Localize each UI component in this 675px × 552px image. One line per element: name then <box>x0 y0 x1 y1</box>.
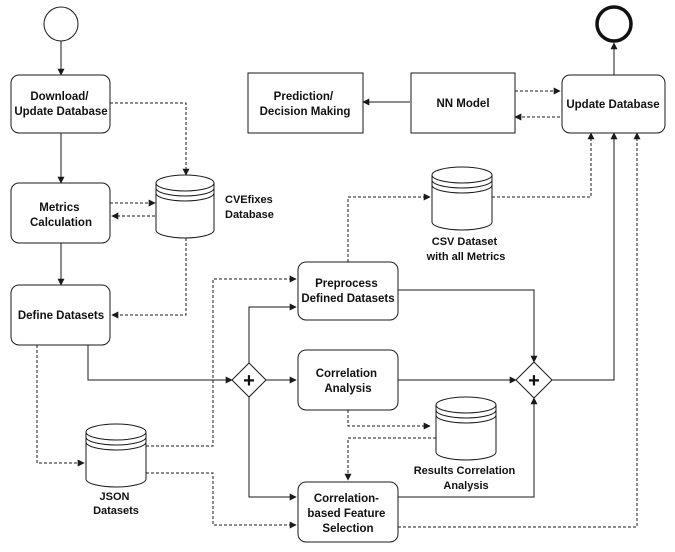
prediction-label: Prediction/ Decision Making <box>260 91 351 118</box>
task-nn-model: NN Model <box>410 72 516 134</box>
db-cvefixes: CVEfixes Database <box>155 174 276 239</box>
task-update-database: Update Database <box>561 74 666 134</box>
db-json-datasets: JSON Datasets <box>85 423 147 517</box>
download-label: Download/ Update Database <box>14 91 107 118</box>
data-associations <box>36 87 641 529</box>
task-define-datasets: Define Datasets <box>10 284 111 346</box>
solid-flows <box>57 41 618 501</box>
results-label: Results Correlation Analysis <box>414 465 519 492</box>
feature-label: Correlation- based Feature Selection <box>307 493 388 535</box>
parallel-gateway-split: + <box>231 362 267 398</box>
update-label: Update Database <box>566 99 659 111</box>
end-event <box>595 5 633 43</box>
db-results-correlation: Results Correlation Analysis <box>414 396 519 492</box>
task-correlation-based-feature-selection: Correlation- based Feature Selection <box>297 481 399 543</box>
task-correlation-analysis: Correlation Analysis <box>297 349 399 411</box>
preprocess-label: Preprocess Defined Datasets <box>301 278 394 305</box>
start-event <box>43 6 79 42</box>
correlation-label: Correlation Analysis <box>316 368 381 395</box>
task-download-update-database: Download/ Update Database <box>10 74 111 134</box>
parallel-gateway-join: + <box>515 361 553 399</box>
cvefixes-label: CVEfixes Database <box>225 194 276 221</box>
task-metrics-calculation: Metrics Calculation <box>10 182 111 244</box>
csv-label: CSV Dataset with all Metrics <box>426 236 506 263</box>
json-label: JSON Datasets <box>93 491 139 517</box>
task-prediction-decision-making: Prediction/ Decision Making <box>247 72 364 134</box>
db-csv-dataset: CSV Dataset with all Metrics <box>426 166 506 263</box>
gateway-split-symbol: + <box>243 370 255 392</box>
task-preprocess-defined-datasets: Preprocess Defined Datasets <box>297 261 399 321</box>
nn-label: NN Model <box>436 98 489 110</box>
metrics-label: Metrics Calculation <box>30 202 92 229</box>
gateway-join-symbol: + <box>528 370 540 392</box>
define-label: Define Datasets <box>18 310 104 322</box>
